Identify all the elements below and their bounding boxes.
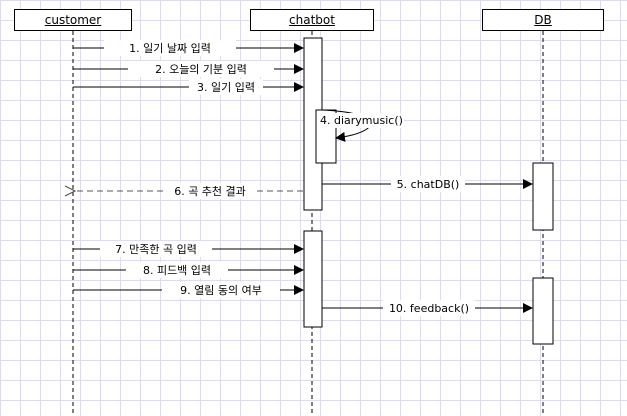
message-4-label: 4. diarymusic() xyxy=(320,114,403,127)
message-2-label: 2. 오늘의 기분 입력 xyxy=(155,63,247,76)
activation-db-1 xyxy=(532,162,554,231)
message-1-label: 1. 일기 날짜 입력 xyxy=(129,41,211,55)
message-8-label: 8. 피드백 입력 xyxy=(143,264,211,277)
participant-chatbot[interactable]: chatbot xyxy=(250,9,374,31)
activation-chatbot-2 xyxy=(303,230,323,328)
activation-db-2 xyxy=(532,277,554,345)
message-6-label: 6. 곡 추천 결과 xyxy=(174,184,246,198)
participant-customer[interactable]: customer xyxy=(14,9,132,31)
message-5-label: 5. chatDB() xyxy=(397,178,460,191)
participant-db[interactable]: DB xyxy=(482,9,604,31)
message-9-label: 9. 열림 동의 여부 xyxy=(180,284,262,297)
message-10-label: 10. feedback() xyxy=(389,302,469,315)
message-3-label: 3. 일기 입력 xyxy=(197,80,255,94)
message-7-label: 7. 만족한 곡 입력 xyxy=(115,243,197,256)
